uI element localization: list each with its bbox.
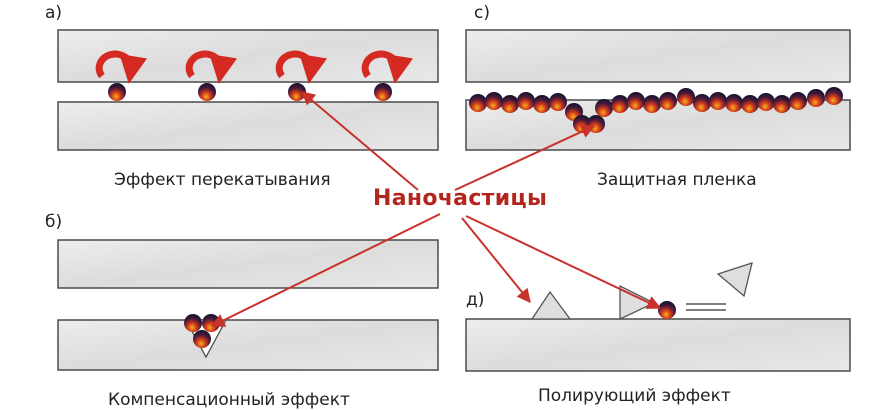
panel-c-letter: с)	[474, 3, 490, 23]
panel-c-particles	[469, 87, 843, 133]
particle	[469, 94, 487, 112]
particle	[773, 95, 791, 113]
rotation-arrow-icon	[95, 50, 148, 84]
panel-a-particles	[108, 83, 392, 101]
particle	[611, 95, 629, 113]
label-arrows	[210, 91, 662, 327]
particle	[501, 95, 519, 113]
panel-a-rolling	[57, 29, 439, 151]
particle	[587, 115, 605, 133]
particle	[193, 330, 211, 348]
arrow-to-debris	[461, 217, 531, 304]
particle	[374, 83, 392, 101]
arrow-to-panel-a	[300, 91, 419, 191]
panel-b-bottom-plate	[57, 319, 439, 371]
nanoparticles-label: Наночастицы	[373, 186, 548, 211]
arrow-to-panel-b	[210, 213, 441, 327]
rotation-arrow-icon	[185, 50, 238, 84]
particle	[709, 92, 727, 110]
panel-d-caption: Полирующий эффект	[538, 386, 731, 406]
particle	[658, 301, 676, 319]
particle	[757, 93, 775, 111]
panel-b-letter: б)	[45, 212, 63, 232]
arrow-to-panel-c	[454, 124, 596, 191]
panel-d-letter: д)	[466, 290, 485, 310]
particle	[807, 89, 825, 107]
particle	[517, 92, 535, 110]
particle	[198, 83, 216, 101]
panel-c-caption: Защитная пленка	[597, 170, 757, 190]
diagram-canvas	[57, 29, 851, 372]
panel-a-caption: Эффект перекатывания	[114, 170, 331, 190]
panel-c-protective-film	[465, 29, 851, 151]
nanoparticle-effects-diagram: а) с) б) д) Эффект перекатывания Защитна…	[45, 3, 851, 410]
particle	[825, 87, 843, 105]
particle	[549, 93, 567, 111]
particle	[533, 95, 551, 113]
panel-d-polishing	[465, 262, 851, 372]
panel-c-top-plate	[465, 29, 851, 83]
debris-triangle	[716, 262, 753, 298]
arrow-to-panel-d-particle	[465, 215, 662, 309]
particle	[741, 95, 759, 113]
panel-a-rotation-arrows	[95, 50, 414, 84]
particle	[627, 92, 645, 110]
particle	[659, 92, 677, 110]
particle	[693, 94, 711, 112]
particle	[789, 92, 807, 110]
panel-b-top-plate	[57, 239, 439, 289]
particle	[595, 99, 613, 117]
panel-a-bottom-plate	[57, 101, 439, 151]
rotation-arrow-icon	[361, 50, 414, 84]
particle	[485, 92, 503, 110]
rotation-arrow-icon	[275, 50, 328, 84]
particle	[643, 95, 661, 113]
debris-triangle	[619, 284, 656, 321]
particle	[677, 88, 695, 106]
debris-triangle	[530, 290, 572, 320]
panel-b-compensation	[57, 239, 439, 371]
panel-a-letter: а)	[45, 3, 63, 23]
particle	[108, 83, 126, 101]
panel-d-plate	[465, 318, 851, 372]
particle	[725, 94, 743, 112]
particle	[184, 314, 202, 332]
panel-b-caption: Компенсационный эффект	[108, 390, 350, 410]
